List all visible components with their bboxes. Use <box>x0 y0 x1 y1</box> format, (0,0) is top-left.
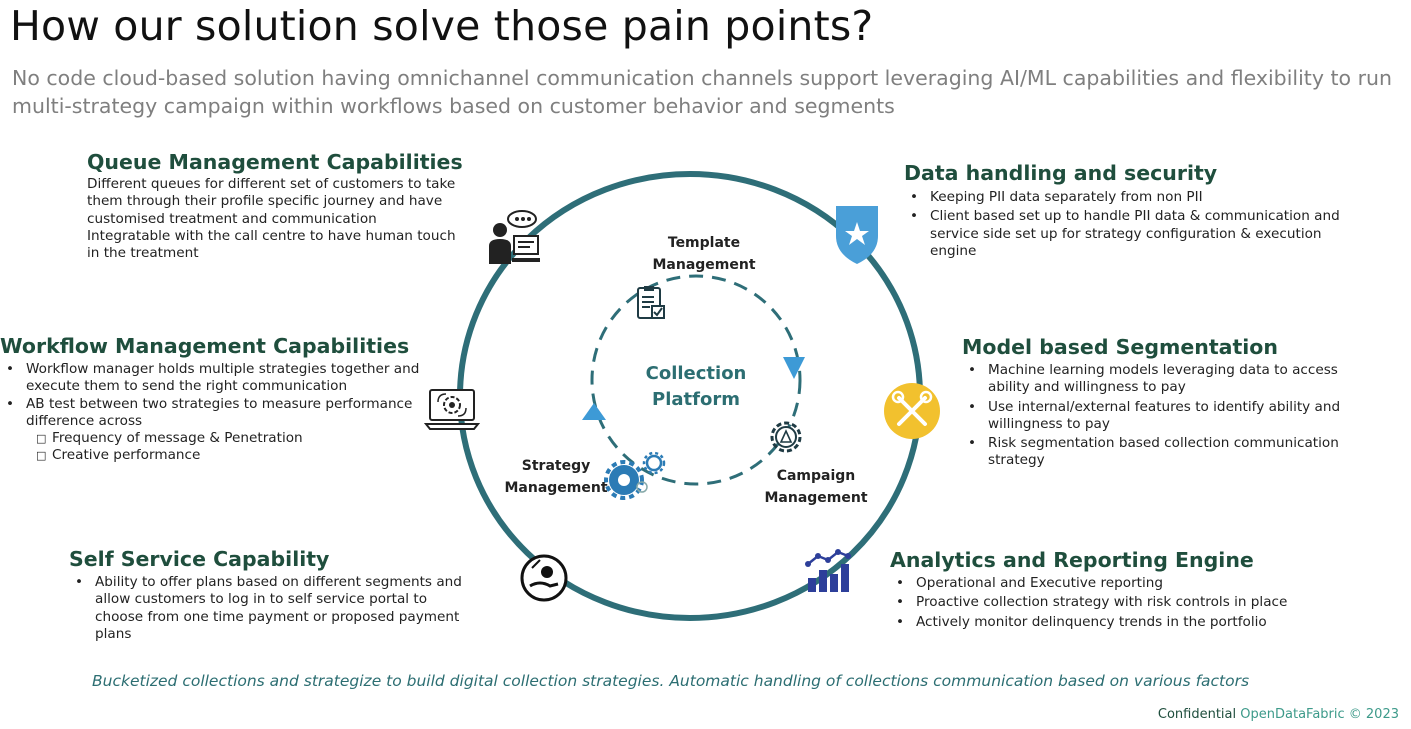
center-label-line1: Collection <box>645 363 747 384</box>
workflow-heading: Workflow Management Capabilities <box>0 334 410 358</box>
hand-coin-icon <box>520 554 568 602</box>
center-label-line2: Platform <box>652 389 740 410</box>
brand-copyright: OpenDataFabric © 2023 <box>1240 707 1399 722</box>
template-label-line1: Template <box>667 235 741 251</box>
analytics-heading: Analytics and Reporting Engine <box>890 548 1254 572</box>
tools-icon <box>884 383 940 439</box>
confidential-label: Confidential <box>1157 707 1237 722</box>
self-service-heading: Self Service Capability <box>69 547 330 571</box>
campaign-label-line1: Campaign <box>776 468 856 484</box>
gears-icon <box>604 451 666 500</box>
campaign-management-label: Campaign Management <box>752 465 880 509</box>
person-with-computer-icon <box>489 210 540 264</box>
self-service-description: Ability to offer plans based on differen… <box>69 574 473 643</box>
segmentation-bullet: Use internal/external features to identi… <box>962 399 1358 434</box>
analytics-bullet: Operational and Executive reporting <box>890 575 1330 593</box>
bar-chart-icon <box>805 549 851 592</box>
cycle-arrow-right <box>783 357 805 379</box>
page-title: How our solution solve those pain points… <box>10 2 874 50</box>
queue-heading: Queue Management Capabilities <box>87 150 463 174</box>
template-management-label: Template Management <box>640 232 768 276</box>
analytics-description: Operational and Executive reporting Proa… <box>890 575 1330 631</box>
confidential-footer: Confidential OpenDataFabric © 2023 <box>1158 707 1399 722</box>
segmentation-bullet: Risk segmentation based collection commu… <box>962 435 1358 470</box>
data-security-description: Keeping PII data separately from non PII… <box>904 189 1356 260</box>
platform-cycle-diagram <box>457 171 940 621</box>
queue-line: Integratable with the call centre to hav… <box>87 227 456 244</box>
data-security-heading: Data handling and security <box>904 161 1218 185</box>
workflow-bullet: AB test between two strategies to measur… <box>0 396 422 465</box>
laptop-gear-icon <box>424 389 480 430</box>
segmentation-bullet: Machine learning models leveraging data … <box>962 362 1358 397</box>
queue-line: in the treatment <box>87 245 199 262</box>
template-label-line2: Management <box>652 257 756 273</box>
self-service-bullet: Ability to offer plans based on differen… <box>69 574 473 643</box>
workflow-sub-bullet: Creative performance <box>36 447 422 465</box>
checklist-icon <box>637 286 665 319</box>
workflow-sub-bullet: Frequency of message & Penetration <box>36 430 422 448</box>
data-security-bullet: Keeping PII data separately from non PII <box>904 189 1356 207</box>
queue-line: customised treatment and communication <box>87 210 377 227</box>
data-security-bullet: Client based set up to handle PII data &… <box>904 208 1356 260</box>
campaign-label-line2: Management <box>764 490 868 506</box>
collection-platform-label: Collection Platform <box>630 361 762 413</box>
shield-star-icon <box>836 206 878 264</box>
strategy-label-line2: Management <box>504 480 608 496</box>
page-subtitle: No code cloud-based solution having omni… <box>12 66 1392 118</box>
cycle-arrow-left <box>582 403 606 420</box>
analytics-bullet: Proactive collection strategy with risk … <box>890 594 1330 612</box>
strategy-management-label: Strategy Management <box>498 455 614 499</box>
strategy-label-line1: Strategy <box>521 458 591 474</box>
queue-description: Different queues for different set of cu… <box>87 176 477 262</box>
inner-dashed-cycle <box>590 274 802 486</box>
queue-line: Different queues for different set of cu… <box>87 176 456 192</box>
footer-note: Bucketized collections and strategize to… <box>92 672 1250 690</box>
segmentation-description: Machine learning models leveraging data … <box>962 362 1358 470</box>
queue-line: them through their profile specific jour… <box>87 193 443 210</box>
workflow-description: Workflow manager holds multiple strategi… <box>0 361 422 465</box>
analytics-bullet: Actively monitor delinquency trends in t… <box>890 614 1330 632</box>
gear-icon <box>770 421 802 453</box>
segmentation-heading: Model based Segmentation <box>962 335 1278 359</box>
workflow-bullet: Workflow manager holds multiple strategi… <box>0 361 422 396</box>
